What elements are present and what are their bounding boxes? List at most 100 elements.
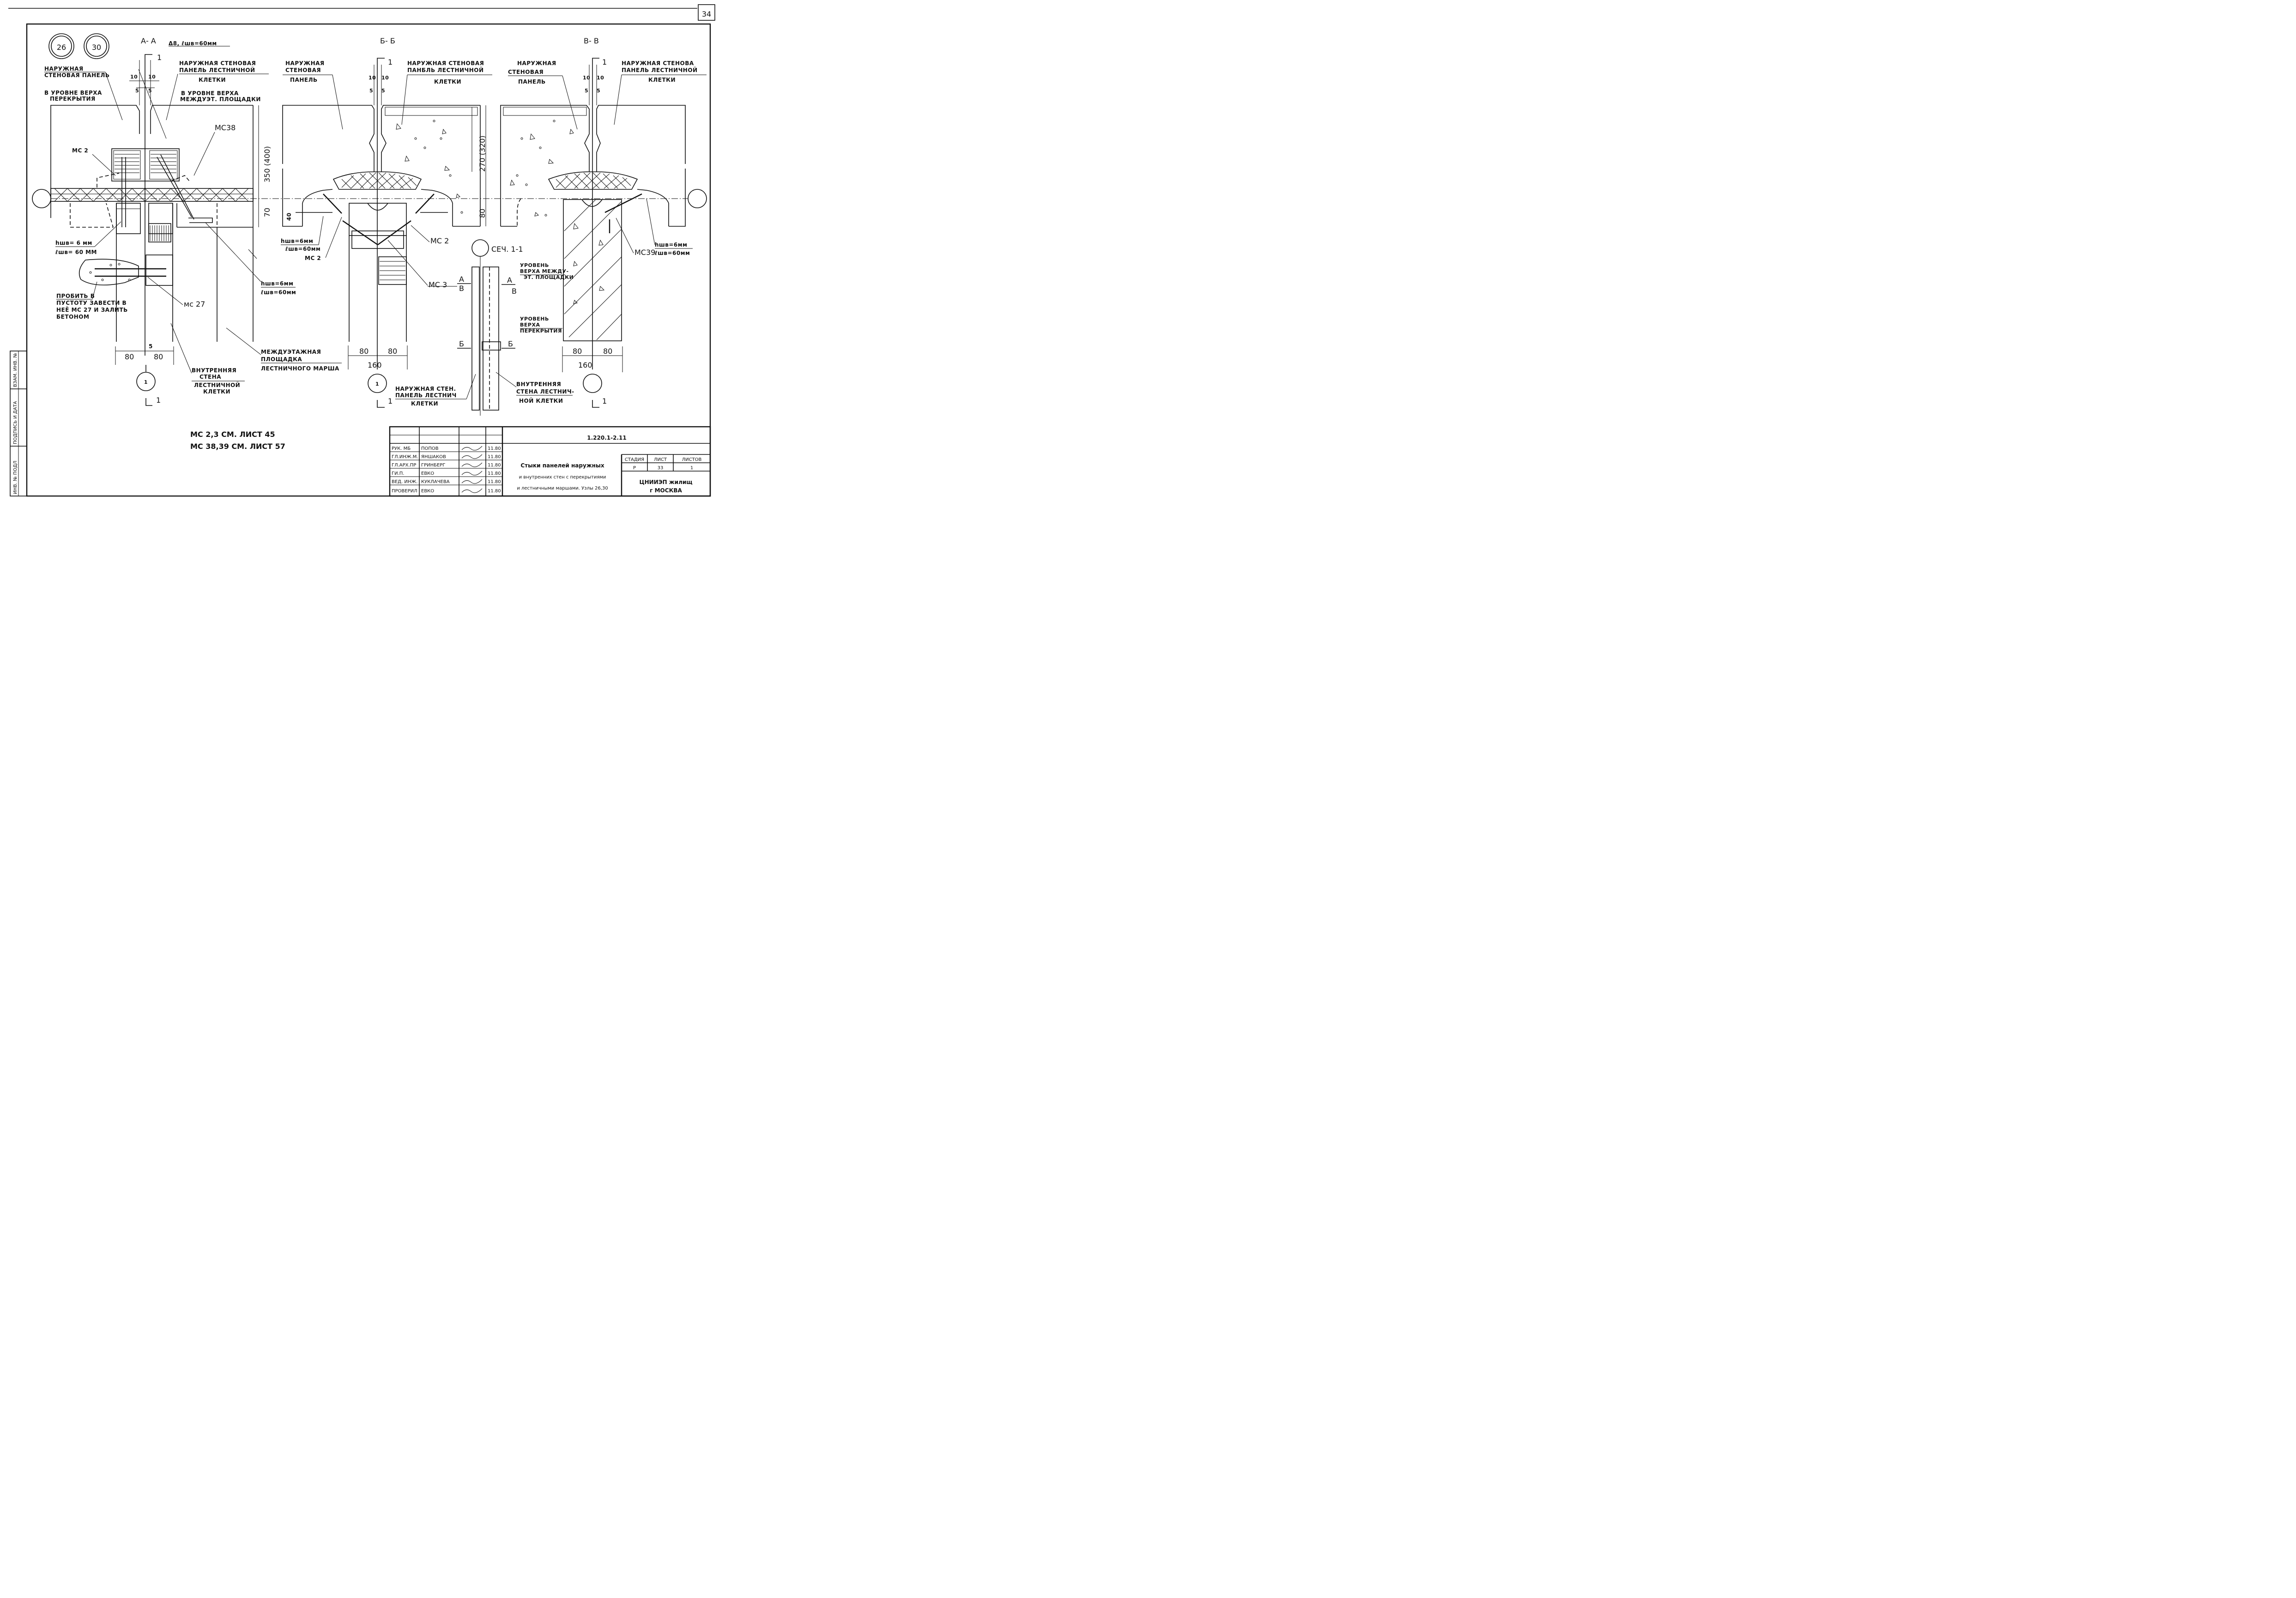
- dim-a-5l: 5: [135, 88, 139, 94]
- tb-title-3: и лестничными маршами. Узлы 26,30: [517, 486, 608, 491]
- dim-v-80l: 80: [573, 347, 582, 356]
- sec-Bb-r: Б: [508, 339, 513, 348]
- tb-title-2: и внутренних стен с перекрытиями: [519, 475, 606, 480]
- tb-row-3: ГИ.П. ЕВКО 11.80: [392, 471, 501, 476]
- tb-row-0: РУК. МБ ПОПОВ 11.80: [392, 446, 501, 451]
- level-landing-2: МЕЖДУЭТ. ПЛОЩАДКИ: [180, 96, 261, 103]
- ms3: МС 3: [429, 280, 447, 289]
- tb-date-5: 11.80: [488, 489, 501, 494]
- dim-a-5r: 5: [148, 88, 152, 94]
- tb-stage: Р: [633, 466, 636, 471]
- dim-a-10r: 10: [148, 74, 156, 80]
- cut-mark-bb-bot: 1: [388, 397, 393, 406]
- title-block: 1.220.1-2.11 Стыки панелей наружных и вн…: [389, 426, 711, 497]
- inner-wall-3: ЛЕСТНИЧНОЙ: [194, 381, 240, 388]
- dim-a-5b: 5: [149, 343, 153, 350]
- sec-lvl-landing-1: УРОВЕНЬ: [520, 262, 549, 268]
- cut-mark-aa-top: 1: [157, 53, 162, 62]
- dim-270: 270 (320): [478, 135, 487, 172]
- sec-lvl-landing-2: ВЕРХА МЕЖДУ-: [520, 268, 569, 274]
- stair-panel-b-1: НАРУЖНАЯ СТЕНОВАЯ: [407, 60, 484, 67]
- sec-lvl-floor-2: ВЕРХА: [520, 322, 540, 328]
- dim-b-80v: 80: [478, 209, 487, 218]
- section-vv-title: В- В: [584, 36, 599, 45]
- sec-int-3: НОЙ КЛЕТКИ: [519, 397, 563, 404]
- tb-role-3: ГИ.П.: [392, 471, 404, 476]
- landing-2: ПЛОЩАДКА: [261, 356, 302, 363]
- dim-b-10l: 10: [369, 75, 376, 81]
- stair-panel-v-2: ПАНЕЛЬ ЛЕСТНИЧНОЙ: [622, 67, 698, 73]
- drawing-sheet: 34 ИНВ. № ПОДЛ ПОДПИСЬ И ДАТА ВЗАМ. ИНВ.…: [8, 4, 715, 497]
- dim-v-10r: 10: [597, 75, 604, 81]
- node-26: 26: [57, 43, 66, 52]
- tb-row-2: ГЛ.АРХ.ПР ГРИНБЕРГ 11.80: [392, 462, 501, 468]
- ms38-a: МС38: [215, 123, 236, 132]
- dim-b-5r: 5: [381, 88, 385, 94]
- ext-panel-v-2: СТЕНОВАЯ: [508, 69, 544, 75]
- weld-v-1: hшв=6мм: [655, 242, 687, 248]
- axis-circle-b: [368, 374, 387, 393]
- cut-mark-vv-bot: 1: [602, 397, 607, 406]
- slab-axis-left: [32, 189, 51, 208]
- tb-role-0: РУК. МБ: [392, 446, 411, 451]
- tb-role-2: ГЛ.АРХ.ПР: [392, 463, 416, 468]
- ms27: мс 27: [184, 300, 205, 309]
- sec-Bb-l: Б: [459, 339, 464, 348]
- sec-int-2: СТЕНА ЛЕСТНИЧ-: [516, 388, 574, 395]
- ext-panel-b-1: НАРУЖНАЯ: [285, 60, 325, 67]
- sec-lvl-floor-1: УРОВЕНЬ: [520, 316, 549, 322]
- tb-org-2: г МОСКВА: [650, 487, 682, 494]
- dim-b-10r: 10: [381, 75, 389, 81]
- sec-ext-2: ПАНЕЛЬ ЛЕСТНИЧ: [395, 392, 457, 399]
- inner-wall-2: СТЕНА: [199, 374, 221, 380]
- stamp-vzam: ВЗАМ. ИНВ. №: [13, 353, 18, 387]
- cut-mark-aa-bot: 1: [156, 396, 161, 405]
- node-circle-26: [48, 33, 74, 59]
- level-landing-1: В УРОВНЕ ВЕРХА: [181, 90, 239, 97]
- punch-3: НЕЁ МС 27 И ЗАЛИТЬ: [56, 306, 128, 313]
- dim-350: 350 (400): [263, 146, 272, 182]
- dim-a-80l: 80: [125, 352, 134, 361]
- ms2-b: МС 2: [305, 255, 321, 261]
- weld-a1-2: ℓшв= 60 ММ: [55, 249, 97, 255]
- section-bb: Б- Б 1 НАРУЖНАЯ СТЕНОВАЯ ПАНЕЛЬ НАРУЖНАЯ…: [281, 36, 492, 408]
- sec-B-l: В: [459, 284, 464, 293]
- tb-role-5: ПРОВЕРИЛ: [392, 489, 417, 494]
- stair-panel-v-1: НАРУЖНАЯ СТЕНОВА: [622, 60, 694, 67]
- tb-stage-h: СТАДИЯ: [625, 457, 644, 462]
- note-2: МС 38,39 СМ. ЛИСТ 57: [190, 442, 285, 451]
- tb-date-4: 11.80: [488, 479, 501, 484]
- ms2-a: МС 2: [72, 147, 88, 154]
- tb-date-3: 11.80: [488, 471, 501, 476]
- section-11: СЕЧ. 1-1 А В А В Б Б УРОВЕНЬ ВЕРХА МЕЖДУ…: [395, 239, 574, 416]
- node-30: 30: [92, 43, 101, 52]
- tb-role-1: ГЛ.ИНЖ.М.: [392, 454, 418, 460]
- section-aa-title: А- А: [141, 36, 156, 45]
- sec-int-1: ВНУТРЕННЯЯ: [516, 381, 561, 387]
- stair-panel-b-3: КЛЕТКИ: [434, 79, 461, 85]
- note-1: МС 2,3 СМ. ЛИСТ 45: [190, 430, 275, 439]
- tb-date-2: 11.80: [488, 463, 501, 468]
- section-aa: А- А Δ8, ℓшв=60мм 1 НАРУЖНАЯ СТЕНОВАЯ ПА…: [32, 36, 688, 406]
- weld-b-2: ℓшв=60мм: [285, 246, 320, 252]
- tb-row-1: ГЛ.ИНЖ.М. ЯНШАКОВ 11.80: [392, 454, 501, 460]
- dim-b-80l: 80: [359, 347, 369, 356]
- axis-circle-v: [583, 374, 602, 393]
- cut-mark-bb-top: 1: [388, 58, 393, 67]
- tb-sheet: 33: [658, 466, 664, 471]
- tb-name-2: ГРИНБЕРГ: [421, 463, 445, 468]
- cut-mark-vv-top: 1: [602, 58, 607, 67]
- weld-b-1: hшв=6мм: [281, 238, 313, 244]
- sec-A-r: А: [507, 276, 512, 284]
- ext-panel-v-1: НАРУЖНАЯ: [517, 60, 556, 67]
- sec-ext-1: НАРУЖНАЯ СТЕН.: [395, 386, 456, 392]
- dim-v-10l: 10: [583, 75, 590, 81]
- section-11-title: СЕЧ. 1-1: [491, 245, 523, 254]
- punch-2: ПУСТОТУ ЗАВЕСТИ В: [56, 300, 127, 306]
- main-frame: [26, 23, 711, 497]
- stamp-sign: ПОДПИСЬ И ДАТА: [13, 401, 18, 444]
- axis-circle-11: [471, 239, 489, 257]
- dim-70: 70: [263, 208, 272, 217]
- dim-b-5l: 5: [369, 88, 373, 94]
- tb-row-4: ВЕД. ИНЖ. КУКЛАЧЕВА 11.80: [392, 479, 501, 484]
